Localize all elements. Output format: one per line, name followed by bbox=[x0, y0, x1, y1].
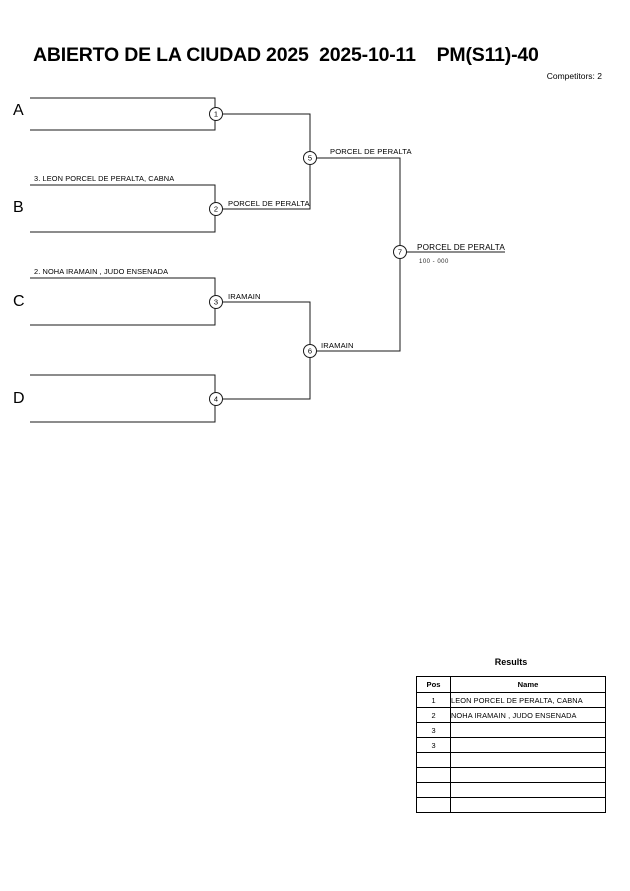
result-name-text: LEON PORCEL DE PERALTA, CABNA bbox=[451, 695, 583, 705]
match-number-4: 4 bbox=[214, 395, 218, 404]
match-winner-6[interactable]: IRAMAIN bbox=[321, 341, 354, 350]
entry-name-c-top[interactable]: 2. NOHA IRAMAIN , JUDO ENSENADA bbox=[34, 267, 169, 276]
table-row[interactable] bbox=[416, 797, 606, 813]
match-circle-2 bbox=[209, 202, 223, 216]
match-number-6: 6 bbox=[308, 347, 312, 356]
results-table-wrapper: Pos Name 1 LEON PORCEL DE PERALTA, CABNA… bbox=[416, 676, 606, 813]
bracket-letter-b: B bbox=[13, 199, 24, 216]
entry-name-b-top[interactable]: 3. LEON PORCEL DE PERALTA, CABNA bbox=[34, 174, 175, 183]
results-col-pos: Pos bbox=[416, 676, 451, 693]
result-name bbox=[450, 752, 606, 768]
table-row[interactable]: 3 bbox=[416, 722, 606, 738]
result-pos bbox=[416, 752, 451, 768]
result-name bbox=[450, 767, 606, 783]
match-winner-3[interactable]: IRAMAIN bbox=[228, 292, 261, 301]
bracket-connector-bottom bbox=[221, 301, 311, 400]
match-winner-5[interactable]: PORCEL DE PERALTA bbox=[330, 147, 412, 156]
result-pos bbox=[416, 782, 451, 798]
result-name bbox=[450, 737, 606, 753]
match-winner-2[interactable]: PORCEL DE PERALTA bbox=[228, 199, 310, 208]
match-circle-1 bbox=[209, 107, 223, 121]
match-number-5: 5 bbox=[308, 154, 312, 163]
bracket-pair-c bbox=[30, 277, 216, 326]
result-pos: 1 bbox=[416, 692, 451, 708]
result-pos bbox=[416, 767, 451, 783]
table-row[interactable] bbox=[416, 752, 606, 768]
table-row[interactable] bbox=[416, 767, 606, 783]
match-number-7: 7 bbox=[398, 248, 402, 257]
table-row[interactable]: 2 NOHA IRAMAIN , JUDO ENSENADA bbox=[416, 707, 606, 723]
results-body: 1 LEON PORCEL DE PERALTA, CABNA 2 NOHA I… bbox=[416, 692, 606, 813]
results-col-name: Name bbox=[450, 676, 606, 693]
result-pos bbox=[416, 797, 451, 813]
bracket-letter-c: C bbox=[13, 293, 25, 310]
bracket-connector-final bbox=[316, 157, 401, 352]
match-circle-7 bbox=[393, 245, 407, 259]
match-circle-5 bbox=[303, 151, 317, 165]
result-name: NOHA IRAMAIN , JUDO ENSENADA bbox=[450, 707, 606, 723]
result-pos: 3 bbox=[416, 722, 451, 738]
match-number-1: 1 bbox=[214, 110, 218, 119]
results-title: Results bbox=[494, 657, 528, 667]
table-row[interactable]: 3 bbox=[416, 737, 606, 753]
competitors-count: Competitors: 2 bbox=[546, 71, 602, 81]
bracket-letter-a: A bbox=[13, 102, 24, 119]
match-circle-4 bbox=[209, 392, 223, 406]
results-header-row: Pos Name bbox=[416, 676, 606, 693]
match-winner-7[interactable]: PORCEL DE PERALTA bbox=[417, 243, 505, 252]
match-circle-3 bbox=[209, 295, 223, 309]
match-number-2: 2 bbox=[214, 205, 218, 214]
bracket-letter-d: D bbox=[13, 390, 25, 407]
result-name-text: NOHA IRAMAIN , JUDO ENSENADA bbox=[451, 710, 577, 720]
match-circle-6 bbox=[303, 344, 317, 358]
result-pos: 2 bbox=[416, 707, 451, 723]
results-table: Pos Name 1 LEON PORCEL DE PERALTA, CABNA… bbox=[416, 676, 606, 813]
result-name bbox=[450, 722, 606, 738]
result-name bbox=[450, 797, 606, 813]
final-score: 100 - 000 bbox=[419, 259, 449, 265]
bracket-pair-b bbox=[30, 184, 216, 233]
result-name: LEON PORCEL DE PERALTA, CABNA bbox=[450, 692, 606, 708]
page-title: ABIERTO DE LA CIUDAD 2025 2025-10-11 PM(… bbox=[33, 44, 539, 66]
result-name bbox=[450, 782, 606, 798]
bracket-pair-a bbox=[30, 97, 216, 131]
match-number-3: 3 bbox=[214, 298, 218, 307]
table-row[interactable] bbox=[416, 782, 606, 798]
result-pos: 3 bbox=[416, 737, 451, 753]
bracket-pair-d bbox=[30, 374, 216, 423]
bracket-connector-top bbox=[221, 113, 311, 210]
table-row[interactable]: 1 LEON PORCEL DE PERALTA, CABNA bbox=[416, 692, 606, 708]
